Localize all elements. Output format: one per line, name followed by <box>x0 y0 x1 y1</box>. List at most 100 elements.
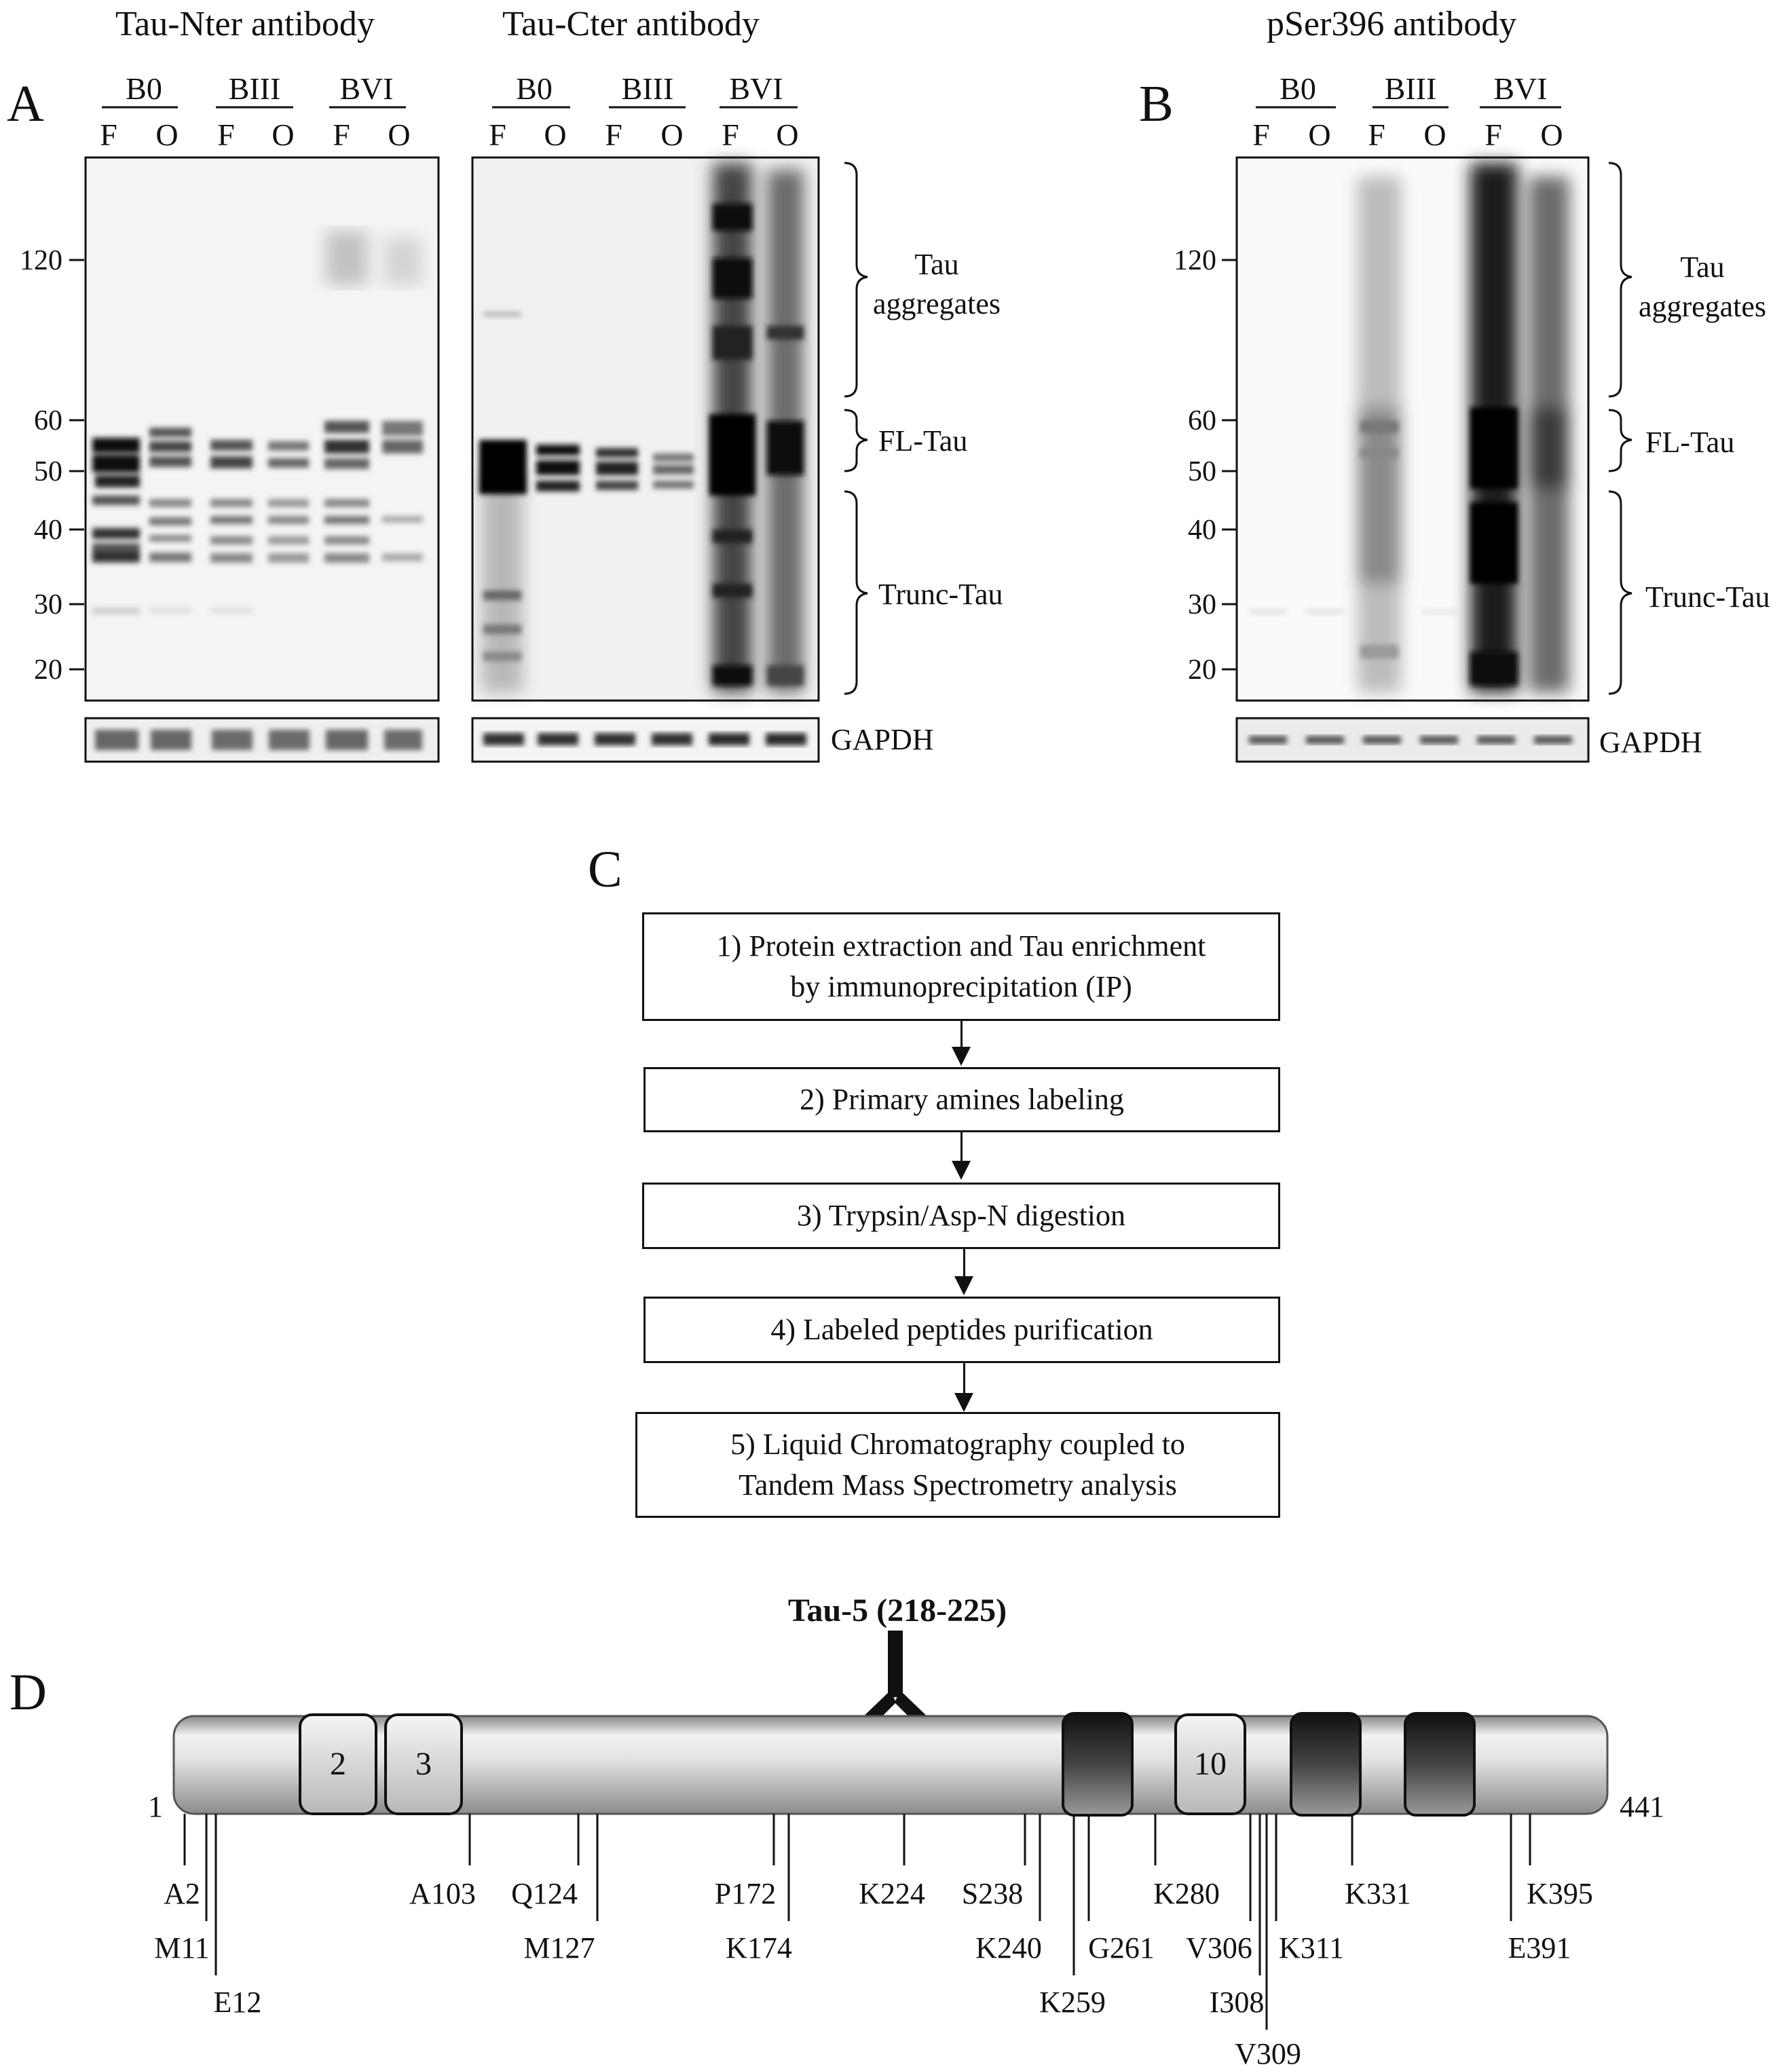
blot2-group-headers: B0 BIII BVI <box>492 71 798 109</box>
blot1-lane-5: F <box>333 117 350 152</box>
panel-a-brackets <box>844 162 868 695</box>
blot2-lane-3: F <box>605 117 622 152</box>
repeat-r3 <box>1290 1712 1362 1817</box>
step-5-box: 5) Liquid Chromatography coupled to Tande… <box>635 1412 1280 1518</box>
site-k224: K224 <box>859 1877 925 1910</box>
site-p172: P172 <box>715 1877 776 1910</box>
panel-a-gapdh-label: GAPDH <box>831 723 934 756</box>
sequence-end: 441 <box>1620 1790 1664 1823</box>
blot3-group-bvi: BVI <box>1493 71 1547 106</box>
mw-40: 40 <box>34 515 62 546</box>
site-m127: M127 <box>523 1931 595 1965</box>
panel-a-fl-label: FL-Tau <box>878 424 967 458</box>
blot3-lane-2: O <box>1308 117 1330 152</box>
blot3-lane-3: F <box>1368 117 1385 152</box>
mw-b-60: 60 <box>1188 405 1216 436</box>
blot1-group-b0: B0 <box>126 71 162 106</box>
exon-10-label: 10 <box>1194 1746 1227 1782</box>
site-s238: S238 <box>962 1877 1023 1910</box>
step-5-line1: 5) Liquid Chromatography coupled to <box>730 1428 1185 1461</box>
panel-b-aggregates-line1: Tau <box>1680 250 1724 284</box>
blot2-title: Tau-Cter antibody <box>502 5 760 43</box>
site-v306: V306 <box>1186 1931 1252 1965</box>
blot3-lane-1: F <box>1252 117 1270 152</box>
blot3-lane-6: O <box>1540 117 1563 152</box>
sequence-start: 1 <box>148 1790 163 1823</box>
mw-b-40: 40 <box>1188 515 1216 546</box>
site-k174: K174 <box>726 1931 792 1965</box>
step-4-box: 4) Labeled peptides purification <box>643 1297 1280 1363</box>
panel-a-label: A <box>7 75 44 132</box>
blot2-group-bvi: BVI <box>729 71 783 106</box>
blot2-lane-2: O <box>544 117 566 152</box>
step-2-box: 2) Primary amines labeling <box>643 1067 1280 1132</box>
blot2-gapdh <box>471 717 820 763</box>
panel-b-label: B <box>1139 75 1174 132</box>
blot3-lane-labels: F O F O F O <box>1252 117 1563 152</box>
panel-b-title: pSer396 antibody <box>1267 5 1516 43</box>
step-2-label: 2) Primary amines labeling <box>800 1083 1124 1116</box>
blot1-group-biii: BIII <box>229 71 281 106</box>
site-k395: K395 <box>1527 1877 1593 1910</box>
site-v309: V309 <box>1235 2037 1301 2065</box>
exon-2-label: 2 <box>330 1746 346 1782</box>
blot1-lane-1: F <box>100 117 117 152</box>
blot1-lane-6: O <box>388 117 410 152</box>
panel-c-label: C <box>588 841 622 898</box>
blot1-lane-2: O <box>155 117 178 152</box>
blot3-lane-4: O <box>1423 117 1446 152</box>
mw-b-50: 50 <box>1188 456 1216 487</box>
blot2-image <box>471 156 820 702</box>
blot3-lane-5: F <box>1485 117 1502 152</box>
site-e12: E12 <box>214 1986 262 2019</box>
blot1-group-headers: B0 BIII BVI <box>102 71 406 109</box>
repeat-r1 <box>1062 1712 1134 1817</box>
site-q124: Q124 <box>511 1877 578 1910</box>
mw-60: 60 <box>34 405 62 436</box>
site-k331: K331 <box>1345 1877 1411 1910</box>
blot1-lane-4: O <box>272 117 294 152</box>
panel-b-aggregates-line2: aggregates <box>1639 290 1766 323</box>
step-1-line1: 1) Protein extraction and Tau enrichment <box>716 929 1206 963</box>
panel-b-trunc-label: Trunc-Tau <box>1645 580 1770 614</box>
blot3-group-biii: BIII <box>1385 71 1437 106</box>
blot3-group-headers: B0 BIII BVI <box>1256 71 1561 109</box>
step-1-line2: by immunoprecipitation (IP) <box>790 970 1132 1003</box>
cleavage-site-ticks <box>183 1814 1531 2030</box>
tau5-epitope-label: Tau-5 (218-225) <box>788 1593 1007 1629</box>
blot3-image <box>1235 156 1590 702</box>
step-4-label: 4) Labeled peptides purification <box>770 1313 1153 1346</box>
blot3-gapdh <box>1235 717 1590 763</box>
site-k311: K311 <box>1279 1931 1344 1965</box>
site-m11: M11 <box>154 1931 210 1965</box>
mw-50: 50 <box>34 456 62 487</box>
blot1-title: Tau-Nter antibody <box>115 5 375 43</box>
site-g261: G261 <box>1088 1931 1155 1965</box>
step-5-line2: Tandem Mass Spectrometry analysis <box>739 1468 1177 1502</box>
tau-protein-rod <box>172 1715 1609 1815</box>
step-3-label: 3) Trypsin/Asp-N digestion <box>796 1199 1126 1232</box>
mw-b-30: 30 <box>1188 589 1216 620</box>
blot1-group-bvi: BVI <box>339 71 393 106</box>
site-k259: K259 <box>1039 1986 1106 2019</box>
panel-b-bracket-labels: Tau aggregates FL-Tau Trunc-Tau <box>1639 250 1770 614</box>
site-a103: A103 <box>409 1877 476 1910</box>
blot3-group-b0: B0 <box>1280 71 1316 106</box>
blot2-lane-4: O <box>660 117 683 152</box>
mw-b-120: 120 <box>1174 245 1216 276</box>
panel-b-mw-markers: 120 60 50 40 30 20 <box>1174 245 1237 686</box>
panel-a-trunc-label: Trunc-Tau <box>878 578 1003 611</box>
site-a2: A2 <box>164 1877 200 1910</box>
site-k280: K280 <box>1153 1877 1220 1910</box>
mw-120: 120 <box>20 245 62 276</box>
mw-b-20: 20 <box>1188 654 1216 686</box>
blot2-lane-labels: F O F O F O <box>489 117 798 152</box>
panel-d-label: D <box>10 1664 47 1721</box>
blot2-lane-1: F <box>489 117 506 152</box>
mw-30: 30 <box>34 589 62 620</box>
blot2-group-b0: B0 <box>516 71 553 106</box>
panel-b-brackets <box>1608 162 1632 695</box>
blot1-lane-labels: F O F O F O <box>100 117 410 152</box>
panel-b-fl-label: FL-Tau <box>1645 426 1734 459</box>
